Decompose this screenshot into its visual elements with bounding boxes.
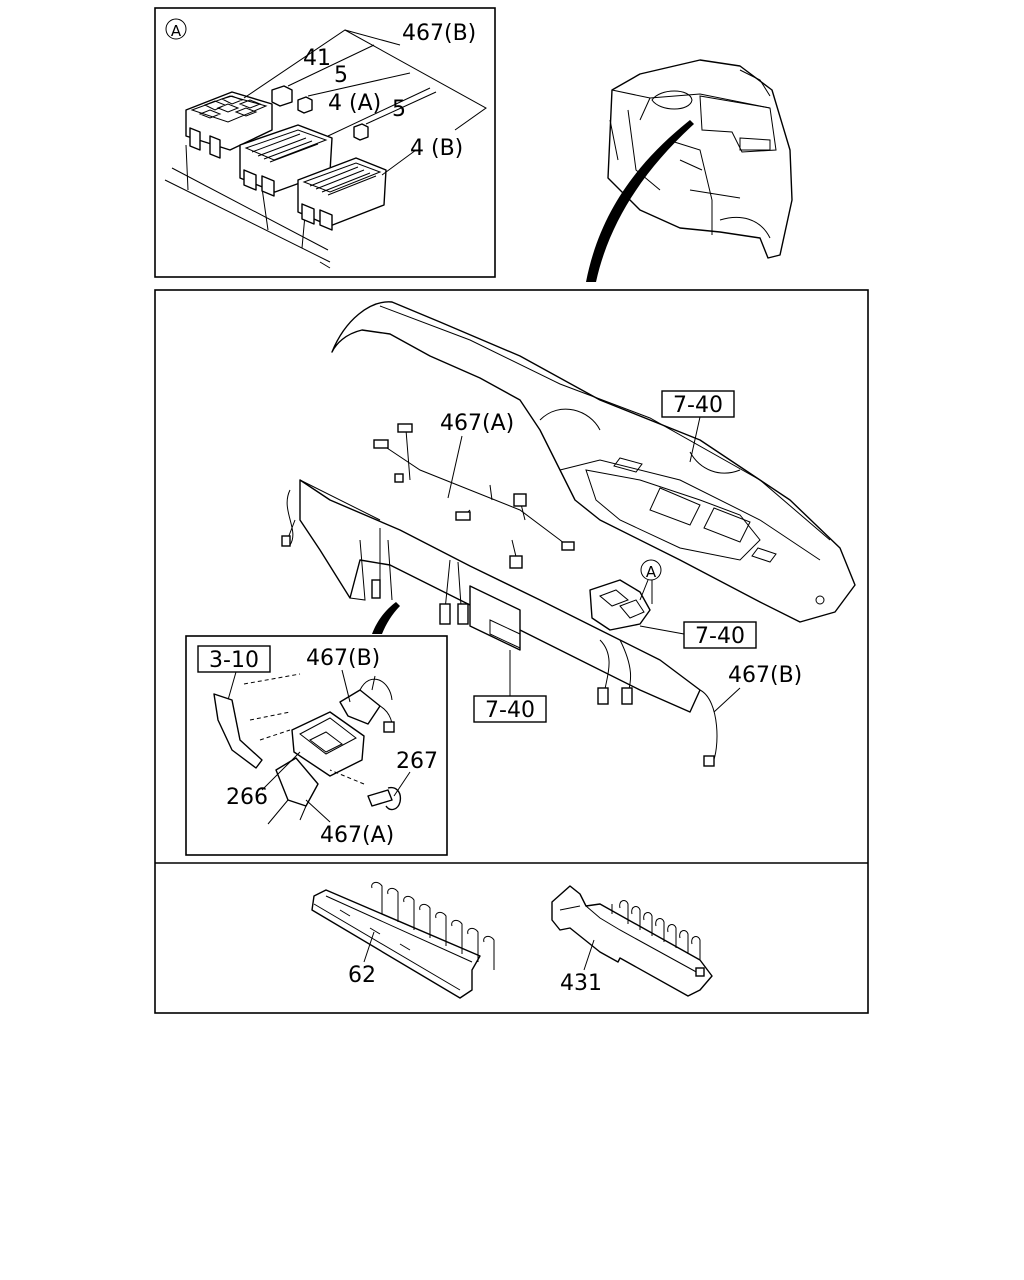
harness-467b (281, 479, 718, 767)
inset-b-pointer (372, 602, 400, 634)
main-panel: A 7-40 467(A) 7-40 467(B) 7-40 3-10 (154, 289, 869, 1014)
mount-bracket (213, 693, 263, 769)
connector-431 (551, 885, 713, 997)
label-5-top: 5 (334, 63, 348, 88)
label-5-mid: 5 (392, 97, 406, 122)
label-266: 266 (226, 785, 268, 810)
connector-62 (311, 881, 495, 999)
circle-a-main-marker (640, 559, 662, 581)
label-4a: 4 (A) (328, 91, 381, 116)
leader-4b (381, 149, 417, 176)
label-467b-main: 467(B) (728, 663, 802, 688)
fuse-box-4b (297, 157, 387, 231)
ref-box-740-top (661, 390, 735, 418)
leader-267 (393, 771, 411, 797)
leader-41 (287, 44, 375, 87)
leader-310 (227, 671, 237, 701)
cab-overview (586, 59, 793, 282)
leader-4a (327, 87, 431, 137)
part-5-fuse-upper (297, 96, 313, 114)
leader-467b-insetb (341, 669, 351, 703)
ref-box-740-right (683, 621, 757, 649)
dashboard-panel (331, 301, 856, 623)
part-5-fuse-lower (353, 123, 369, 141)
bolt-267 (367, 786, 402, 811)
leader-467b-main (713, 687, 741, 713)
steering-wheel (651, 90, 693, 110)
leader-circle-a (639, 579, 653, 604)
inset-a-panel: A (154, 7, 496, 278)
location-pointer (586, 120, 694, 282)
harness-467a (373, 423, 575, 569)
control-unit (291, 711, 365, 777)
ref-box-740-bottom (473, 695, 547, 723)
leader-266 (261, 751, 301, 791)
leader-5b (365, 91, 437, 125)
label-431: 431 (560, 971, 602, 996)
label-740-bottom: 7-40 (485, 698, 535, 723)
leader-62 (363, 931, 375, 963)
ref-box-310 (197, 645, 271, 673)
connector-467b (339, 689, 381, 725)
label-467a-insetb: 467(A) (320, 823, 394, 848)
label-4b: 4 (B) (410, 136, 463, 161)
leader-740-top (689, 416, 701, 463)
leader-467b-tail (344, 29, 401, 46)
label-467b: 467(B) (402, 21, 476, 46)
label-467b-insetb: 467(B) (306, 646, 380, 671)
label-41: 41 (303, 46, 331, 71)
leader-431 (583, 939, 595, 971)
leader-5a (307, 72, 411, 97)
circle-a-marker (165, 18, 187, 40)
circle-a-label: A (171, 22, 182, 40)
relay-block (185, 91, 273, 159)
main-frame (154, 289, 869, 1014)
label-740-right: 7-40 (695, 624, 745, 649)
inset-a-frame (154, 7, 496, 278)
part-41-relay (271, 85, 293, 107)
label-740-top: 7-40 (673, 393, 723, 418)
label-267: 267 (396, 749, 438, 774)
leader-467a-main (447, 435, 463, 499)
mount-rail (164, 167, 331, 269)
inset-b-panel: 3-10 467(B) 267 266 467(A) (185, 635, 448, 856)
leader-467b (243, 29, 487, 131)
label-310: 3-10 (209, 648, 259, 673)
label-62: 62 (348, 963, 376, 988)
leader-740-right (639, 625, 685, 635)
circle-a-main-label: A (646, 563, 657, 581)
label-467a-main: 467(A) (440, 411, 514, 436)
leader-467a-insetb (305, 799, 331, 823)
